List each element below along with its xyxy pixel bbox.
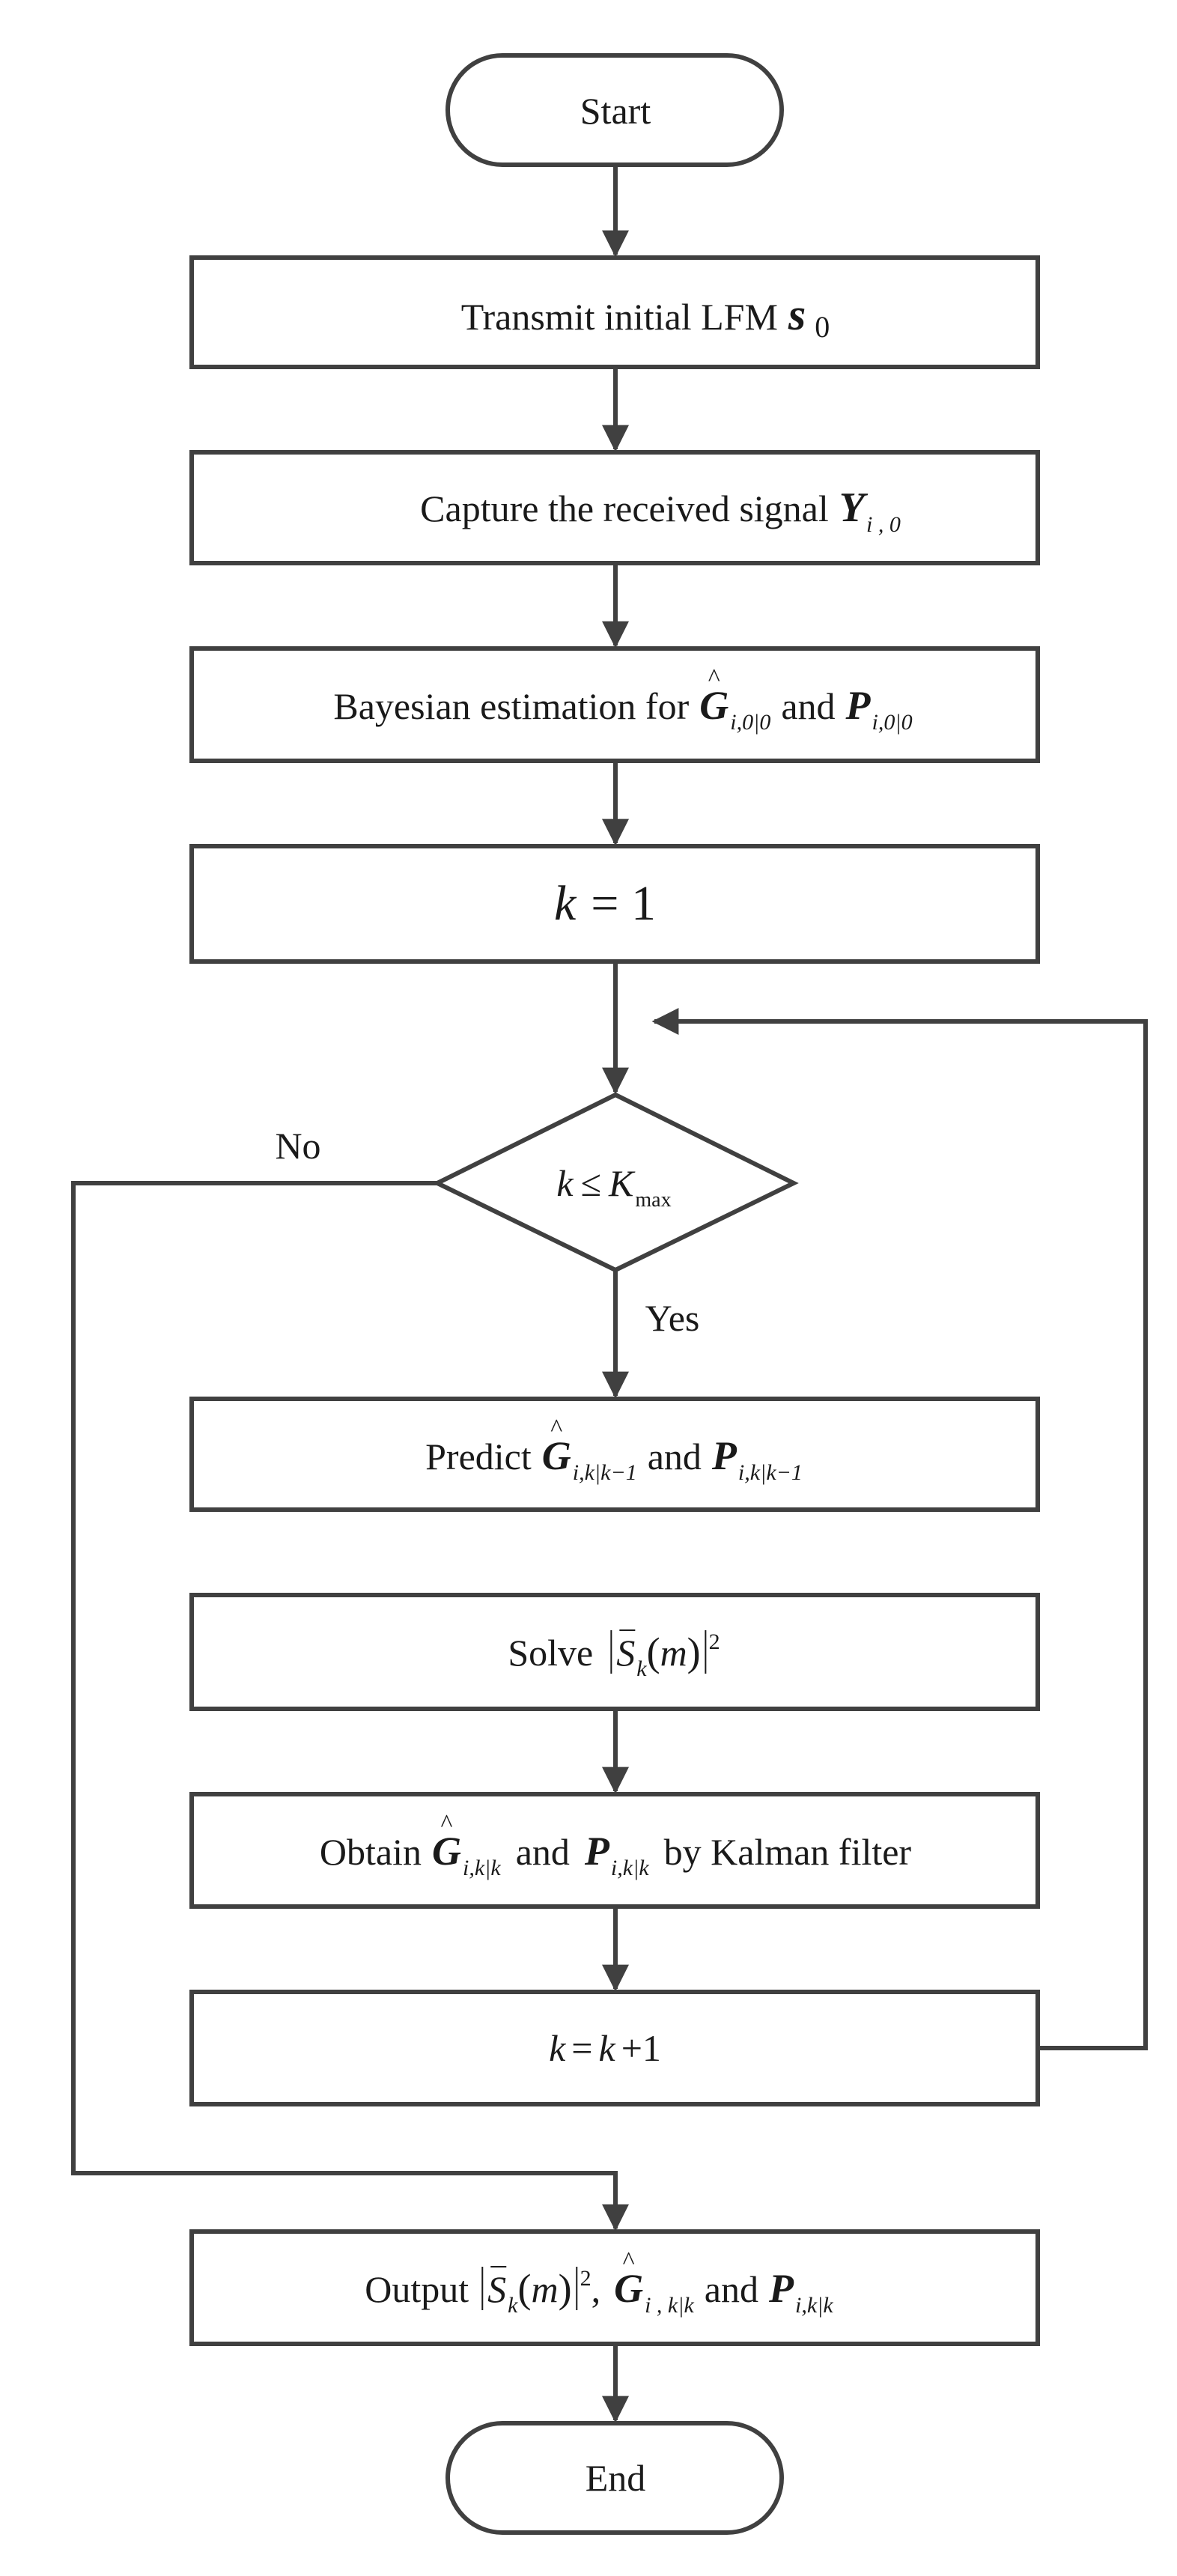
capture-text: Capture the received signal [420,487,829,529]
obtain-p: P [584,1829,609,1874]
bayes-prefix: Bayesian estimation for [333,685,690,727]
output-p-subscript: i,k|k [795,2293,833,2318]
decision-k: k [556,1162,574,1204]
output-power: 2 [580,2266,591,2291]
output-comma: , [591,2268,601,2310]
solve-left-paren: ( [646,1629,660,1674]
bayes-and: and [781,685,836,727]
solve-magnitude: Sk(m) [610,1629,707,1680]
obtain-suffix: by Kalman filter [663,1831,912,1873]
output-left-paren: ( [517,2266,532,2311]
output-m: m [531,2268,559,2310]
bayes-p-subscript: i,0|0 [872,710,913,735]
obtain-prefix: Obtain [319,1831,422,1873]
bayes-g-subscript: i,0|0 [730,710,771,735]
decision-label: k≤Kmax [556,1162,671,1211]
solve-s-subscript: k [636,1656,647,1681]
loop-back-arrow [651,1008,1148,2050]
output-and: and [704,2268,759,2310]
obtain-label: ObtainGi,k|k and Pi,k|k by Kalman filter [319,1829,912,1880]
obtain-p-subscript: i,k|k [610,1856,649,1880]
start-label: Start [580,90,651,132]
init-rest: = 1 [591,876,657,931]
output-prefix: Output [365,2268,469,2310]
predict-and: and [647,1436,702,1477]
predict-prefix: Predict [425,1436,532,1477]
predict-p-subscript: i,k|k−1 [737,1460,803,1485]
output-right-paren: ) [558,2266,572,2311]
decision-K: K [609,1162,634,1204]
increment-k2: k [598,2027,615,2069]
solve-right-paren: ) [687,1629,701,1674]
output-s-subscript: k [508,2293,518,2318]
end-terminal [445,2421,784,2535]
yes-label: Yes [645,1297,700,1339]
end-label: End [585,2457,646,2499]
obtain-and: and [515,1831,570,1873]
decision-subscript: max [635,1188,672,1212]
predict-g-hat: G [542,1436,571,1476]
capture-subscript: i , 0 [866,512,901,537]
predict-g-subscript: i,k|k−1 [572,1460,637,1485]
transmit-text: Transmit initial LFM [460,296,778,338]
bayes-p: P [845,683,871,728]
solve-m: m [660,1632,687,1674]
no-branch-arrow [71,1181,629,2232]
increment-eq: = [571,2027,593,2069]
solve-s-bar: S [616,1629,636,1674]
output-g-subscript: i , k|k [645,2293,694,2318]
init-k: k [553,876,577,931]
predict-p: P [711,1433,737,1478]
output-s-bar: S [487,2266,507,2310]
solve-power: 2 [708,1629,720,1654]
increment-k1: k [549,2027,566,2069]
output-magnitude: Sk(m) [481,2266,578,2317]
bayes-g-hat: G [699,685,729,726]
capture-symbol: Y [839,484,865,531]
transmit-subscript: 0 [815,310,830,344]
no-label: No [275,1125,321,1167]
increment-plus: +1 [621,2027,661,2069]
output-p: P [769,2266,794,2311]
output-g-hat: G [614,2268,643,2309]
init-label: k = 1 [554,879,656,929]
increment-label: k=k+1 [549,2029,661,2067]
transmit-symbol: s [788,290,806,339]
obtain-g-hat: G [432,1831,461,1871]
predict-box [189,1397,1040,1512]
obtain-g-subscript: i,k|k [463,1856,501,1880]
solve-prefix: Solve [508,1632,594,1674]
decision-op: ≤ [580,1162,602,1204]
